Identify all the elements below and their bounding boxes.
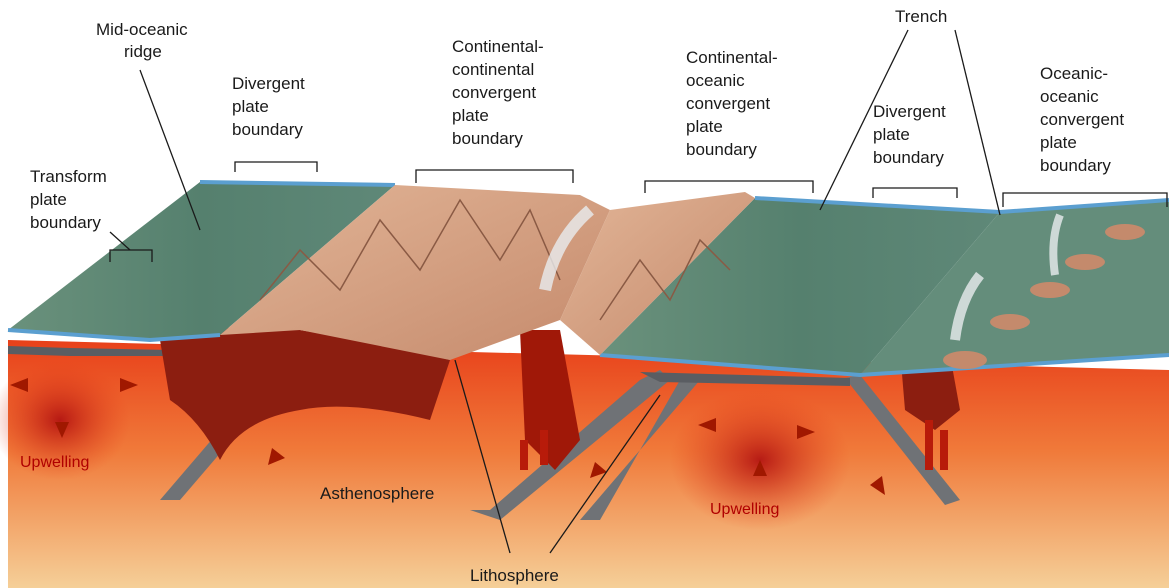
transform-line3: boundary <box>30 213 101 232</box>
mid-oceanic-ridge-line1: Mid-oceanic <box>96 20 188 39</box>
co-line1: Continental- <box>686 48 778 67</box>
oo-line4: plate <box>1040 133 1077 152</box>
co-line4: plate <box>686 117 723 136</box>
transform-line2: plate <box>30 190 67 209</box>
label-oceanic-oceanic: Oceanic- oceanic convergent plate bounda… <box>1040 64 1124 175</box>
label-trench: Trench <box>895 7 947 26</box>
divergent-left-line1: Divergent <box>232 74 305 93</box>
label-asthenosphere: Asthenosphere <box>320 484 434 503</box>
label-continental-oceanic: Continental- oceanic convergent plate bo… <box>686 48 778 159</box>
label-upwelling-right: Upwelling <box>710 501 779 518</box>
oo-line1: Oceanic- <box>1040 64 1108 83</box>
oo-line5: boundary <box>1040 156 1111 175</box>
label-transform-boundary: Transform plate boundary <box>30 167 107 232</box>
cc-line1: Continental- <box>452 37 544 56</box>
cc-line2: continental <box>452 60 534 79</box>
divergent-left-line3: boundary <box>232 120 303 139</box>
oo-line3: convergent <box>1040 110 1124 129</box>
label-upwelling-left: Upwelling <box>20 454 89 471</box>
divergent-right-line2: plate <box>873 125 910 144</box>
divergent-left-line2: plate <box>232 97 269 116</box>
transform-line1: Transform <box>30 167 107 186</box>
label-divergent-right: Divergent plate boundary <box>873 102 946 167</box>
label-continental-continental: Continental- continental convergent plat… <box>452 37 544 148</box>
cc-line5: boundary <box>452 129 523 148</box>
oo-line2: oceanic <box>1040 87 1099 106</box>
co-line3: convergent <box>686 94 770 113</box>
label-divergent-left: Divergent plate boundary <box>232 74 305 139</box>
divergent-right-line3: boundary <box>873 148 944 167</box>
mid-oceanic-ridge-line2: ridge <box>124 42 162 61</box>
label-mid-oceanic-ridge: Mid-oceanic ridge <box>96 20 188 61</box>
co-line5: boundary <box>686 140 757 159</box>
divergent-right-line1: Divergent <box>873 102 946 121</box>
co-line2: oceanic <box>686 71 745 90</box>
label-lithosphere: Lithosphere <box>470 566 559 585</box>
cc-line3: convergent <box>452 83 536 102</box>
cc-line4: plate <box>452 106 489 125</box>
